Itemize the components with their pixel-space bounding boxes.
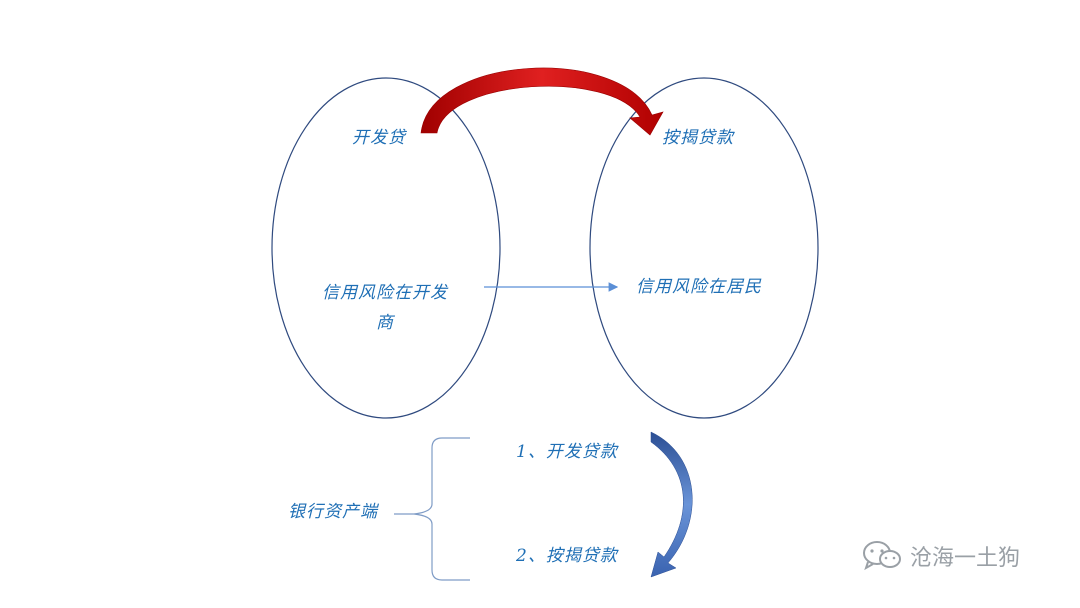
resident-risk-label: 信用风险在居民: [636, 277, 762, 297]
watermark: 沧海一土狗: [862, 540, 1020, 572]
developer-ellipse: [271, 77, 501, 419]
bank-assets-item-2: 2、按揭贷款: [516, 546, 618, 566]
bank-assets-label: 银行资产端: [288, 502, 378, 522]
watermark-text: 沧海一土狗: [910, 546, 1021, 571]
developer-risk-line1: 信用风险在开发: [322, 283, 448, 303]
blue-curved-arrow: [650, 431, 693, 578]
wechat-icon: [863, 541, 901, 571]
bank-assets-brace: [394, 437, 470, 581]
resident-ellipse: [589, 77, 819, 419]
bank-assets-item-1: 1、开发贷款: [516, 442, 618, 462]
developer-loan-label: 开发贷: [352, 128, 406, 148]
developer-risk-line2: 商: [376, 313, 394, 333]
developer-risk-label: 信用风险在开发 商: [300, 278, 470, 338]
red-curved-arrow: [420, 67, 664, 136]
mortgage-loan-label: 按揭贷款: [662, 128, 734, 148]
